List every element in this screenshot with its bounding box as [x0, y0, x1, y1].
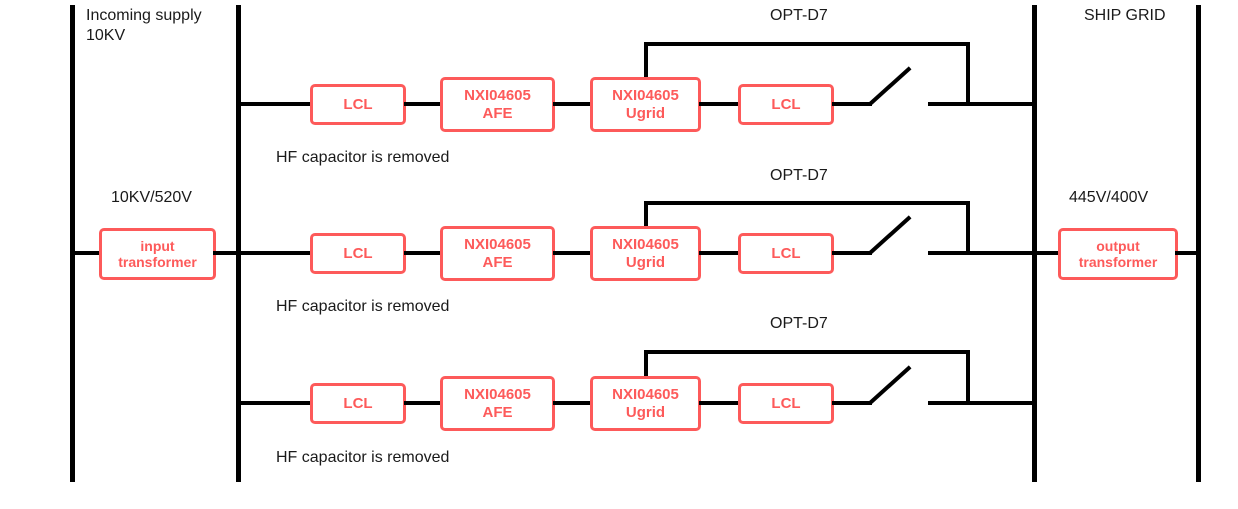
branch-2-lcl-input-box[interactable]: LCL [310, 233, 406, 274]
branch-2-ugrid-converter-box[interactable]: NXI04605 Ugrid [590, 226, 701, 281]
incoming-supply-label: Incoming supply 10KV [86, 7, 202, 44]
branch-3-wire-bus-to-lcl-in [239, 401, 312, 405]
branch-2-hf-capacitor-note: HF capacitor is removed [276, 298, 450, 315]
branch-2-afe-converter-box[interactable]: NXI04605 AFE [440, 226, 555, 281]
branch-1-ugrid-converter-box[interactable]: NXI04605 Ugrid [590, 77, 701, 132]
branch-3-bypass-riser-right [966, 350, 970, 405]
branch-3-wire-afe-to-ugrid [553, 401, 592, 405]
wire-output-transformer-secondary [1175, 251, 1199, 255]
branch-3-bypass-riser-left [644, 350, 648, 395]
branch-2-bypass-top [644, 201, 970, 205]
branch-1-wire-ugrid-to-lcl-out [699, 102, 740, 106]
branch-3-bypass-switch[interactable] [868, 365, 912, 405]
branch-3-wire-ugrid-to-lcl-out [699, 401, 740, 405]
busbar-incoming-supply [70, 5, 75, 482]
branch-1-hf-capacitor-note: HF capacitor is removed [276, 149, 450, 166]
branch-3-lcl-input-box[interactable]: LCL [310, 383, 406, 424]
branch-1-wire-lcl-out-to-switch [832, 102, 872, 106]
branch-2-bypass-switch[interactable] [868, 215, 912, 255]
wire-input-transformer-secondary [213, 251, 239, 255]
busbar-mv-distribution [236, 5, 241, 482]
branch-3-wire-lcl-out-to-switch [832, 401, 872, 405]
branch-1-bypass-switch[interactable] [868, 66, 912, 106]
branch-2-bypass-riser-left [644, 201, 648, 245]
branch-2-bypass-riser-right [966, 201, 970, 255]
branch-1-bypass-label: OPT-D7 [770, 7, 828, 24]
branch-2-wire-afe-to-ugrid [553, 251, 592, 255]
branch-1-bypass-top [644, 42, 970, 46]
branch-3-bypass-top [644, 350, 970, 354]
branch-3-wire-lcl-in-to-afe [404, 401, 442, 405]
output-transformer-ratio-label: 445V/400V [1069, 189, 1149, 206]
branch-1-bypass-riser-left [644, 42, 648, 86]
output-transformer-box[interactable]: output transformer [1058, 228, 1178, 280]
busbar-lv-collection [1032, 5, 1037, 482]
busbar-ship-grid [1196, 5, 1201, 482]
branch-2-bypass-label: OPT-D7 [770, 167, 828, 184]
branch-1-lcl-output-box[interactable]: LCL [738, 84, 834, 125]
branch-3-wire-switch-to-bus [928, 401, 1034, 405]
branch-2-lcl-output-box[interactable]: LCL [738, 233, 834, 274]
ship-grid-label: SHIP GRID [1084, 7, 1166, 24]
branch-3-hf-capacitor-note: HF capacitor is removed [276, 449, 450, 466]
branch-3-lcl-output-box[interactable]: LCL [738, 383, 834, 424]
branch-1-bypass-riser-right [966, 42, 970, 106]
branch-1-wire-switch-to-bus [928, 102, 1034, 106]
branch-2-wire-switch-to-bus [928, 251, 1034, 255]
branch-1-lcl-input-box[interactable]: LCL [310, 84, 406, 125]
input-transformer-ratio-label: 10KV/520V [111, 189, 192, 206]
branch-2-wire-bus-to-lcl-in [239, 251, 312, 255]
input-transformer-box[interactable]: input transformer [99, 228, 216, 280]
branch-1-wire-afe-to-ugrid [553, 102, 592, 106]
branch-2-wire-lcl-in-to-afe [404, 251, 442, 255]
branch-3-ugrid-converter-box[interactable]: NXI04605 Ugrid [590, 376, 701, 431]
wire-output-transformer-primary [1032, 251, 1062, 255]
branch-1-wire-bus-to-lcl-in [239, 102, 312, 106]
branch-1-afe-converter-box[interactable]: NXI04605 AFE [440, 77, 555, 132]
branch-2-wire-ugrid-to-lcl-out [699, 251, 740, 255]
wire-input-transformer-primary [70, 251, 102, 255]
branch-3-afe-converter-box[interactable]: NXI04605 AFE [440, 376, 555, 431]
branch-2-wire-lcl-out-to-switch [832, 251, 872, 255]
branch-1-wire-lcl-in-to-afe [404, 102, 442, 106]
branch-3-bypass-label: OPT-D7 [770, 315, 828, 332]
